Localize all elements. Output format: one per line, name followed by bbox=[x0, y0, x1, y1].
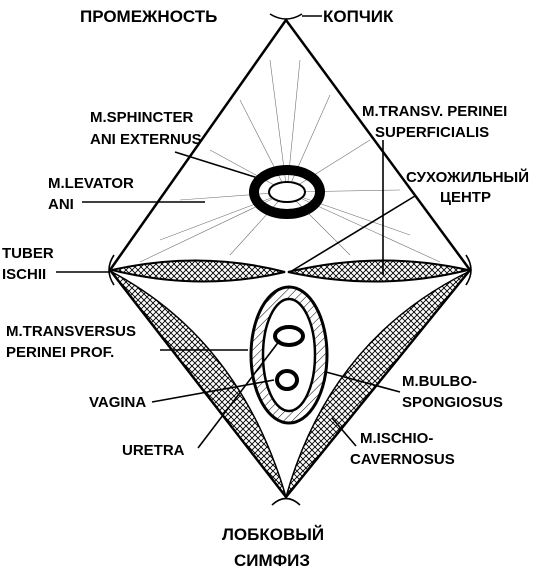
label-vagina: VAGINA bbox=[89, 394, 146, 411]
vaginal-opening bbox=[261, 297, 317, 413]
leader-lines bbox=[56, 15, 416, 449]
label-sphincter-2: ANI EXTERNUS bbox=[90, 131, 202, 148]
label-transv-sup-1: M.TRANSV. PERINEI bbox=[362, 103, 507, 120]
perineum-outline bbox=[108, 17, 472, 500]
label-levator-2: ANI bbox=[48, 196, 74, 213]
tuber-left-mark bbox=[108, 254, 115, 286]
label-transv-prof-2: PERINEI PROF. bbox=[6, 344, 114, 361]
coccyx-mark bbox=[269, 13, 303, 20]
label-tuber-1: TUBER bbox=[2, 245, 54, 262]
label-transv-prof-1: M.TRANSVERSUS bbox=[6, 323, 136, 340]
tuber-right-mark bbox=[465, 254, 472, 286]
transv-perinei-left bbox=[111, 259, 286, 283]
ischiocavernosus-right bbox=[285, 271, 469, 498]
label-symphysis-1: ЛОБКОВЫЙ bbox=[222, 525, 324, 544]
label-levator-1: M.LEVATOR bbox=[48, 175, 134, 192]
ischiocavernosus-left bbox=[111, 271, 287, 498]
label-coccyx: КОПЧИК bbox=[323, 7, 394, 26]
urethra-opening bbox=[273, 325, 305, 347]
label-ischio-1: M.ISCHIO- bbox=[360, 430, 433, 447]
label-tuber-2: ISCHII bbox=[2, 266, 46, 283]
label-bulbo-2: SPONGIOSUS bbox=[402, 394, 503, 411]
page-title: ПРОМЕЖНОСТЬ bbox=[80, 7, 217, 26]
label-tendon-1: СУХОЖИЛЬНЫЙ bbox=[406, 168, 529, 186]
label-uretra: URETRA bbox=[122, 442, 185, 459]
label-transv-sup-2: SUPERFICIALIS bbox=[375, 124, 489, 141]
label-tendon-2: ЦЕНТР bbox=[440, 189, 491, 206]
symphysis-mark bbox=[271, 497, 301, 506]
label-sphincter-1: M.SPHINCTER bbox=[90, 109, 194, 126]
label-ischio-2: CAVERNOSUS bbox=[350, 451, 455, 468]
transv-perinei-right bbox=[287, 259, 469, 283]
label-bulbo-1: M.BULBO- bbox=[402, 373, 477, 390]
vagina-orifice bbox=[275, 369, 299, 391]
anal-sphincter-ring bbox=[249, 165, 325, 219]
label-symphysis-2: СИМФИЗ bbox=[234, 551, 310, 570]
